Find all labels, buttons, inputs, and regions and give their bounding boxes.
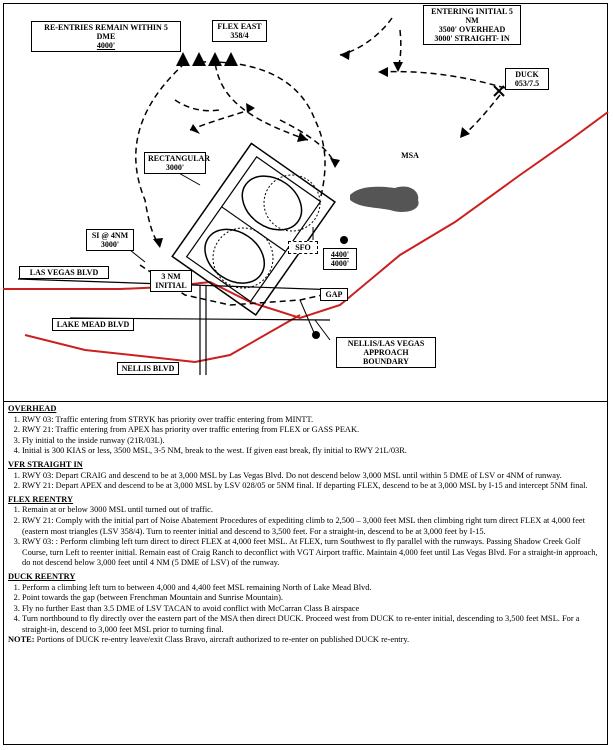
landmark-dot-south <box>312 331 320 339</box>
list-item: Fly no further East than 3.5 DME of LSV … <box>22 604 604 615</box>
path-arrowheads <box>153 50 470 248</box>
approach-boundary-line <box>3 111 609 320</box>
flex-triangles <box>176 52 238 66</box>
overhead-circle-east <box>263 174 321 232</box>
page-frame <box>3 3 608 745</box>
section-list: RWY 03: Traffic entering from STRYK has … <box>8 415 604 457</box>
section-title: VFR STRAIGHT IN <box>8 459 83 469</box>
section-overhead: OVERHEAD RWY 03: Traffic entering from S… <box>8 404 604 457</box>
overhead-circle-south <box>212 227 274 289</box>
label-lake-mead-blvd: LAKE MEAD BLVD <box>52 318 134 331</box>
list-item: RWY 03: : Perform climbing left turn dir… <box>22 537 604 569</box>
list-item: Initial is 300 KIAS or less, 3500 MSL, 3… <box>22 446 604 457</box>
label-las-vegas-blvd: LAS VEGAS BLVD <box>19 266 109 279</box>
duck-fix-marker <box>493 85 505 97</box>
list-item: Turn northbound to fly directly over the… <box>22 614 604 635</box>
label-msa: MSA <box>401 151 419 160</box>
list-item: RWY 21: Traffic entering from APEX has p… <box>22 425 604 436</box>
label-nellis-blvd: NELLIS BLVD <box>117 362 179 375</box>
section-list: RWY 03: Depart CRAIG and descend to be a… <box>8 471 604 492</box>
section-title: DUCK REENTRY <box>8 571 76 581</box>
msa-terrain <box>350 186 419 212</box>
section-vfr-straight-in: VFR STRAIGHT IN RWY 03: Depart CRAIG and… <box>8 460 604 492</box>
section-title: OVERHEAD <box>8 404 57 413</box>
section-flex-reentry: FLEX REENTRY Remain at or below 3000 MSL… <box>8 495 604 569</box>
leader-lines <box>129 171 331 341</box>
list-item: Remain at or below 3000 MSL until turned… <box>22 505 604 516</box>
procedure-text: OVERHEAD RWY 03: Traffic entering from S… <box>8 404 604 646</box>
section-duck-reentry: DUCK REENTRY Perform a climbing left tur… <box>8 572 604 636</box>
section-title: FLEX REENTRY <box>8 494 74 504</box>
note: NOTE: Portions of DUCK re-entry leave/ex… <box>8 635 604 646</box>
list-item: Perform a climbing left turn to between … <box>22 583 604 594</box>
diagram-graphics <box>3 17 609 375</box>
list-item: RWY 21: Depart APEX and descend to be at… <box>22 481 604 492</box>
runway-complex <box>171 142 336 316</box>
list-item: RWY 03: Traffic entering from STRYK has … <box>22 415 604 426</box>
label-gap: GAP <box>320 288 348 301</box>
note-label: NOTE: <box>8 635 35 645</box>
landmark-dot-north <box>340 236 348 244</box>
note-text: Portions of DUCK re-entry leave/exit Cla… <box>36 635 410 645</box>
section-list: Perform a climbing left turn to between … <box>8 583 604 636</box>
section-list: Remain at or below 3000 MSL until turned… <box>8 505 604 569</box>
section-divider <box>3 401 608 402</box>
label-sfo: SFO <box>288 241 318 254</box>
list-item: Fly initial to the inside runway (21R/03… <box>22 436 604 447</box>
label-altitude-box: 4400'4000' <box>323 248 357 270</box>
list-item: Point towards the gap (between Frenchman… <box>22 593 604 604</box>
boundary-lower-line <box>24 314 301 364</box>
list-item: RWY 21: Comply with the initial part of … <box>22 516 604 537</box>
list-item: RWY 03: Depart CRAIG and descend to be a… <box>22 471 604 482</box>
